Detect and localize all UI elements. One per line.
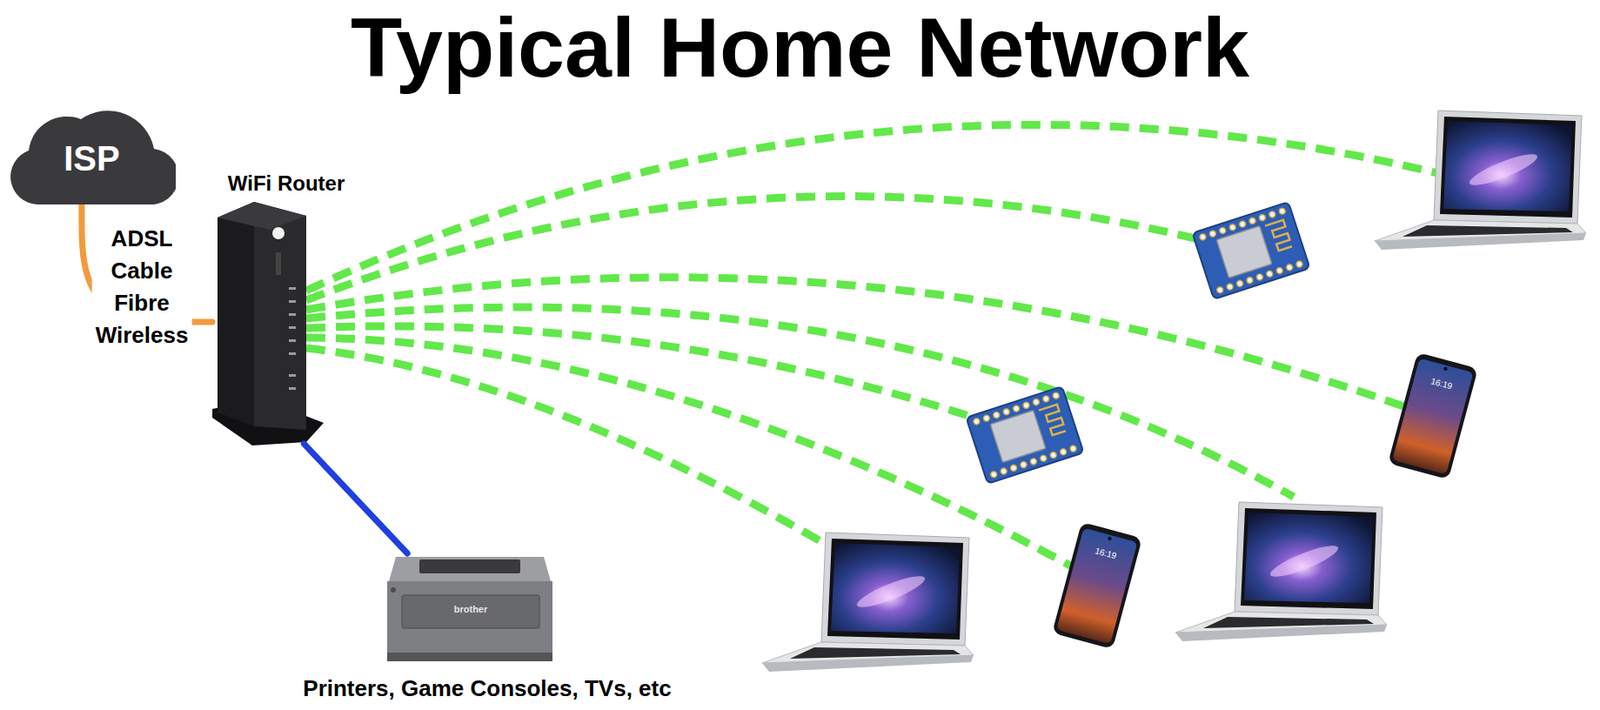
esp-board-icon	[1191, 201, 1310, 300]
router-front	[254, 201, 307, 430]
router-side	[217, 201, 255, 427]
isp-cloud: ISP	[7, 96, 176, 205]
wifi-link	[306, 348, 852, 560]
printer-body	[387, 581, 553, 657]
wifi-link	[306, 337, 1072, 567]
laptop-icon	[762, 532, 974, 672]
printer-tray	[419, 559, 521, 574]
laptop-icon	[1374, 110, 1587, 250]
device-group-node: Printers, Game Consoles, TVs, etc	[265, 553, 710, 705]
network-cable	[303, 443, 408, 554]
connection-types-label: ADSL Cable Fibre Wireless	[92, 220, 193, 354]
laptop-icon	[1175, 502, 1387, 642]
router-node: WiFi Router	[212, 168, 361, 444]
phone-clock: 16:19	[1093, 545, 1118, 562]
node-text: WiFi Router	[227, 170, 345, 196]
node-text: Printers, Game Consoles, TVs, etc	[302, 675, 671, 703]
brand-logo: brother	[454, 603, 489, 616]
wifi-link	[306, 307, 1294, 497]
wifi-link	[306, 277, 1409, 409]
router-icon	[212, 201, 324, 446]
printer-top	[388, 556, 551, 582]
router-top	[217, 201, 307, 230]
printer-button	[390, 587, 396, 593]
router-button	[275, 252, 282, 275]
wifi-links	[306, 124, 1460, 567]
router-logo	[272, 227, 285, 240]
router-leds	[288, 287, 296, 390]
cloud-outline	[10, 110, 176, 205]
printer-panel	[401, 595, 540, 629]
phone-clock: 16:19	[1429, 375, 1453, 392]
diagram-title: Typical Home Network	[0, 5, 1600, 90]
node-text: ISP	[63, 137, 120, 180]
phone-icon	[1051, 522, 1143, 650]
printer-icon	[387, 556, 553, 662]
wifi-link	[306, 196, 1203, 301]
esp-board-icon	[965, 386, 1084, 484]
printer-base	[387, 652, 553, 662]
phone-icon	[1387, 352, 1479, 480]
